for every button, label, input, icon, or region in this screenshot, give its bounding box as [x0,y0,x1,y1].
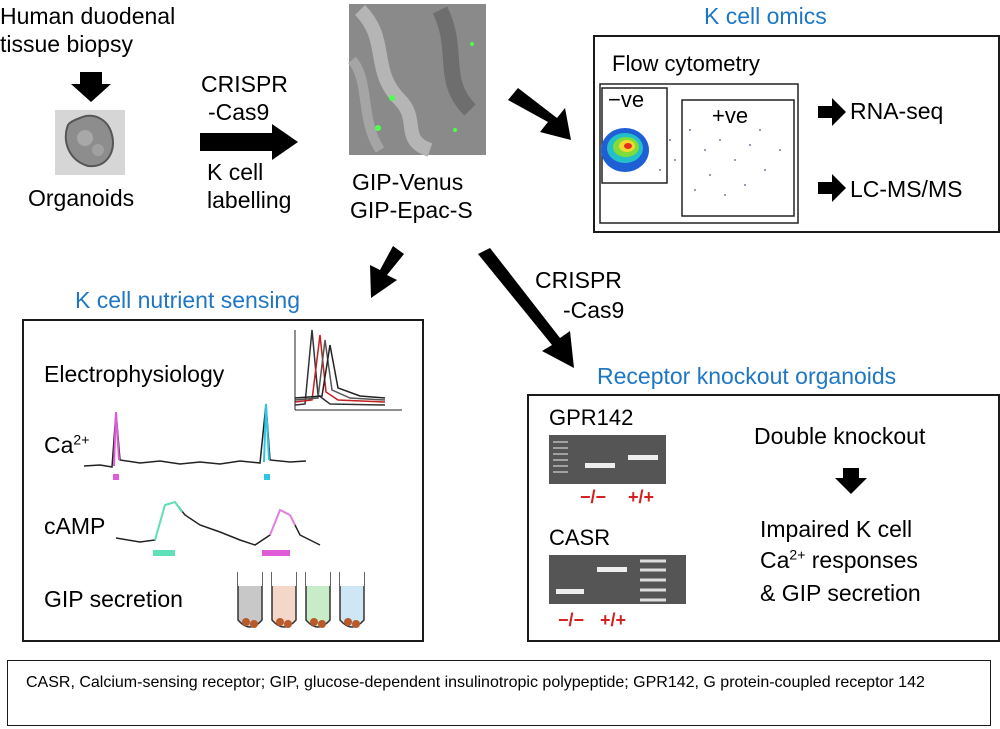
reporter-label-2: GIP-Epac-S [350,197,473,223]
flow-plot-frame [599,83,799,224]
band-casr-wt [597,567,627,572]
footnote-box: CASR, Calcium-sensing receptor; GIP, glu… [7,660,991,726]
camp-stim-1 [153,550,175,556]
gpr142-label: GPR142 [549,405,634,430]
camp-label: cAMP [44,513,106,539]
gate-negative [601,87,668,184]
gpr142-wt-label: +/+ [628,487,655,507]
casr-wt-label: +/+ [600,610,627,630]
arrow-down-biopsy [71,72,111,102]
biopsy-label-line2: tissue biopsy [0,31,133,57]
flow-cytometry-label: Flow cytometry [612,51,760,76]
sensing-title: K cell nutrient sensing [75,287,301,313]
crispr2-label-line2: -Cas9 [563,297,625,323]
casr-label: CASR [549,525,611,550]
camp-stim-2 [262,550,290,556]
arrow-right-crispr [200,124,298,160]
arrow-to-omics [508,88,571,140]
arrow-to-knockout [478,248,574,368]
arrow-lcms [818,174,846,202]
arrow-down-knockout [835,468,867,494]
crispr-label-line2: -Cas9 [208,99,270,125]
band-gpr142-wt [628,455,658,460]
ca-stim-2 [264,474,270,480]
ephys-traces [294,329,386,406]
organoids-label: Organoids [28,185,135,211]
gate-positive [681,99,795,217]
ca-stim-1 [113,474,119,480]
reporter-label-1: GIP-Venus [352,169,464,195]
sensing-panel [22,319,424,642]
labelling-label-line1: K cell [207,159,264,185]
labelling-label-line2: labelling [207,187,292,213]
rnaseq-label: RNA-seq [850,98,944,124]
gip-secretion-label: GIP secretion [44,586,183,612]
gate-negative-label: −ve [608,87,645,112]
ephys-label: Electrophysiology [44,361,225,387]
biopsy-label-line1: Human duodenal [0,3,176,29]
flow-scatter-points [659,129,781,196]
crispr2-label-line1: CRISPR [535,267,622,293]
impaired-line1: Impaired K cell [760,516,913,542]
casr-ko-label: −/− [558,610,585,630]
gel-ladder-casr [640,559,666,602]
lcms-label: LC-MS/MS [850,176,963,202]
knockout-panel [527,394,1000,642]
omics-title: K cell omics [704,3,827,29]
omics-panel [593,35,1000,233]
knockout-title: Receptor knockout organoids [597,363,897,389]
ca-label: Ca2+ [44,431,90,458]
gpr142-ko-label: −/− [580,487,607,507]
arrow-to-sensing [370,246,404,298]
band-casr-ko [556,589,584,594]
double-knockout-label: Double knockout [754,423,926,449]
footnote-text: CASR, Calcium-sensing receptor; GIP, glu… [26,674,925,691]
crispr-label-line1: CRISPR [201,71,288,97]
impaired-line3: & GIP secretion [760,580,921,606]
gel-ladder-gpr142 [553,441,568,473]
gate-positive-label: +ve [712,103,749,128]
arrow-rnaseq [818,98,846,126]
band-gpr142-ko [585,463,615,468]
impaired-line2: Ca2+ responses [760,546,918,573]
